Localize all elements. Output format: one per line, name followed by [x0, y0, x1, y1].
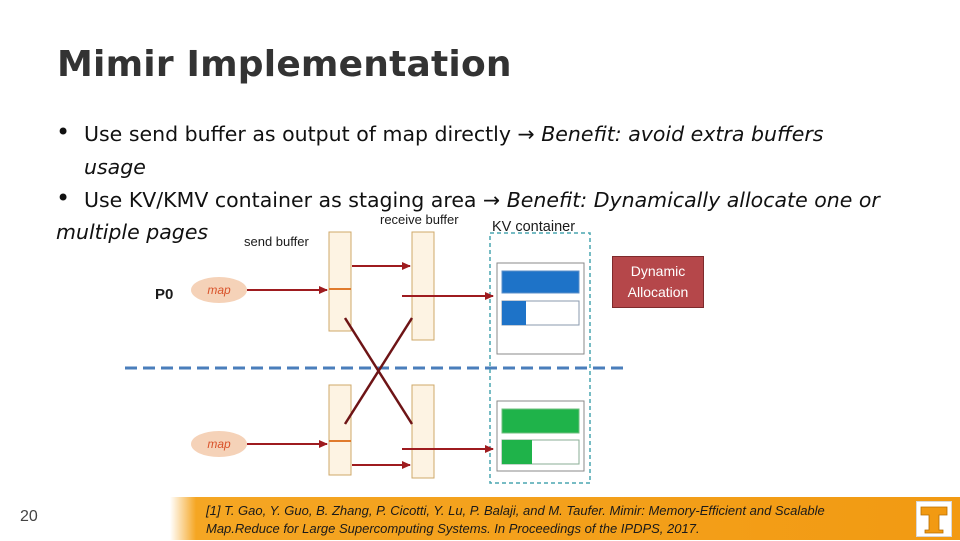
- dynamic-allocation-box: Dynamic Allocation: [612, 256, 704, 308]
- kv-container-box: [489, 232, 591, 484]
- slide-title: Mimir Implementation: [57, 44, 512, 85]
- bullet-1-benefit-continued: usage: [84, 154, 146, 179]
- bullet-2-text: Use KV/KMV container as staging area: [84, 187, 484, 212]
- map-label-top: map: [207, 283, 231, 297]
- footer-bar: [0, 497, 960, 540]
- bullet-1-text: Use send buffer as output of map directl…: [84, 122, 518, 146]
- receive-buffer-bottom: [411, 384, 435, 479]
- citation: [1] T. Gao, Y. Guo, B. Zhang, P. Cicotti…: [206, 502, 906, 538]
- map-ellipse-top: [191, 277, 247, 303]
- bullet-2-benefit: Benefit: Dynamically allocate one or: [500, 187, 880, 212]
- university-t-logo-icon: [916, 501, 952, 537]
- kv-green-partial-fill: [502, 440, 532, 464]
- arrow-right-icon: →: [483, 187, 501, 212]
- dynamic-allocation-line1: Dynamic: [630, 263, 686, 279]
- bullet-1-benefit: Benefit: avoid extra buffers: [534, 122, 824, 146]
- map-label-bottom: map: [207, 437, 231, 451]
- kv-green-full-bar: [501, 408, 580, 434]
- citation-line1: [1] T. Gao, Y. Guo, B. Zhang, P. Cicotti…: [206, 503, 825, 518]
- send-buffer-label: send buffer: [244, 234, 309, 249]
- citation-line2: Map.Reduce for Large Supercomputing Syst…: [206, 521, 700, 536]
- send-buffer-top: [328, 231, 352, 332]
- page-number: 20: [20, 508, 38, 525]
- kv-blue-full-bar: [501, 270, 580, 294]
- bullet-2-benefit-continued: multiple pages: [56, 220, 209, 245]
- kv-container-label: KV container: [492, 219, 576, 235]
- bullet-2-continued-row: multiple pages: [56, 216, 926, 249]
- bullet-dot-icon: •: [56, 183, 71, 212]
- kv-blue-partial-fill: [502, 301, 526, 325]
- map-ellipse-bottom: [191, 431, 247, 457]
- bullet-list: • Use send buffer as output of map direc…: [56, 118, 926, 249]
- bullet-item-1: • Use send buffer as output of map direc…: [56, 118, 926, 184]
- bullet-item-2: • Use KV/KMV container as staging area →…: [56, 184, 926, 217]
- arrow-cross-up: [343, 317, 414, 425]
- receive-buffer-label: receive buffer: [380, 212, 459, 227]
- bullet-dot-icon: •: [56, 118, 71, 146]
- arrow-right-icon: →: [517, 122, 535, 146]
- t-logo-glyph-icon: [920, 506, 948, 534]
- receive-buffer-top: [411, 231, 435, 341]
- send-buffer-bottom: [328, 384, 352, 476]
- dynamic-allocation-line2: Allocation: [627, 284, 689, 300]
- process-label: P0: [155, 286, 174, 303]
